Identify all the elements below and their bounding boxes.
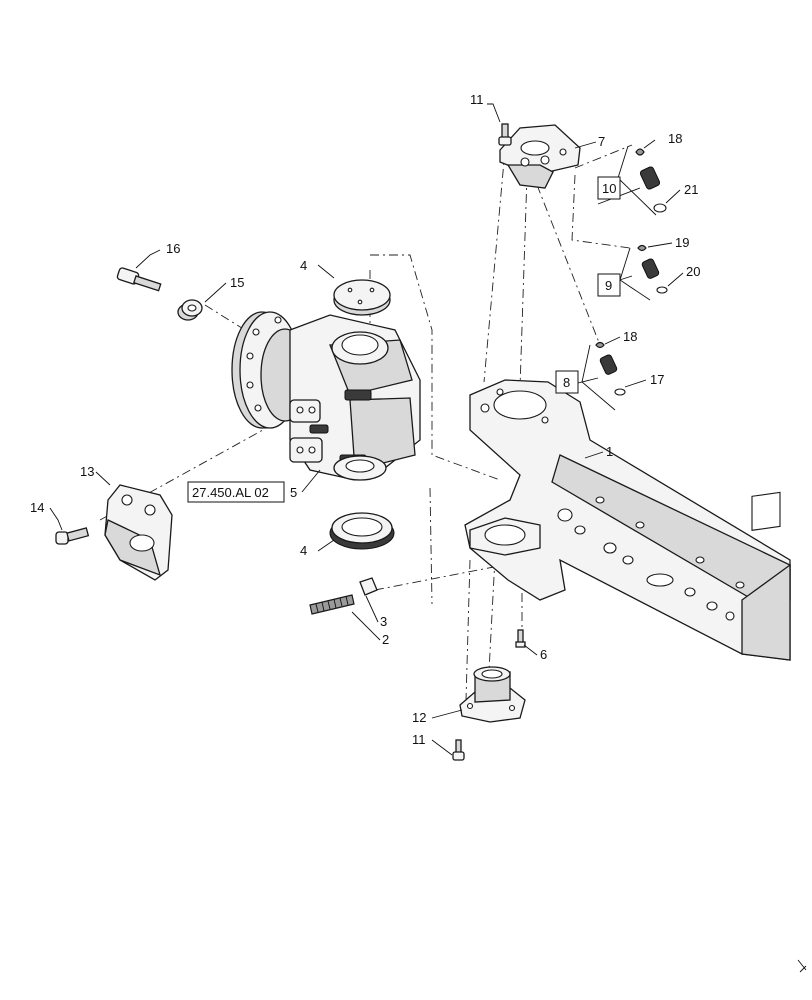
- part-7-top-bracket: [499, 124, 581, 189]
- part-16-bolt: [116, 267, 162, 292]
- callout-21: 21: [684, 182, 698, 197]
- boxed-callouts: [187, 176, 621, 503]
- callout-14: 14: [30, 500, 44, 515]
- callout-labels: 11 7 18 10 21 19 9 20 16 15 4 18 8 17 1 …: [30, 92, 700, 747]
- fitting-group-8: [581, 341, 626, 411]
- callout-11-top: 11: [470, 92, 484, 107]
- box-9: [597, 273, 621, 297]
- callout-4-bottom: 4: [300, 543, 307, 558]
- part-11-bolt-bottom: [452, 739, 465, 761]
- box-10: [597, 176, 621, 200]
- callout-20: 20: [686, 264, 700, 279]
- callout-15: 15: [230, 275, 244, 290]
- callout-5: 5: [290, 485, 297, 500]
- callout-18-mid: 18: [623, 329, 637, 344]
- part-13-bracket: [104, 484, 173, 581]
- callout-2: 2: [382, 632, 389, 647]
- callout-8: 8: [563, 375, 570, 390]
- part-4-seal-bottom: [329, 512, 395, 550]
- callout-9: 9: [605, 278, 612, 293]
- box-8: [555, 370, 579, 394]
- callout-18-top: 18: [668, 131, 682, 146]
- part-14-bolt: [55, 527, 90, 545]
- part-3-nut: [359, 577, 378, 596]
- callout-1: 1: [606, 444, 613, 459]
- callout-6: 6: [540, 647, 547, 662]
- leader-lines: [49, 103, 684, 756]
- part-2-threaded-rod: [309, 594, 355, 615]
- part-5-hub-assembly: [231, 311, 421, 481]
- part-6-pin: [515, 629, 526, 648]
- fitting-group-10: [617, 145, 667, 216]
- callout-10: 10: [602, 181, 616, 196]
- callout-13: 13: [80, 464, 94, 479]
- part-1-axle-beam: [464, 379, 791, 661]
- fitting-group-9: [619, 244, 668, 301]
- reference-label: 27.450.AL 02: [192, 485, 269, 500]
- part-15-washer: [177, 299, 203, 321]
- callout-11-bottom: 11: [412, 732, 426, 747]
- corner-mark: [797, 959, 807, 973]
- callout-19: 19: [675, 235, 689, 250]
- part-12-bushing: [459, 666, 526, 723]
- callout-4-top: 4: [300, 258, 307, 273]
- part-11-bolt-top: [498, 123, 512, 146]
- callout-3: 3: [380, 614, 387, 629]
- callout-12: 12: [412, 710, 426, 725]
- reference-box: [187, 481, 285, 503]
- callout-7: 7: [598, 134, 605, 149]
- callout-16: 16: [166, 241, 180, 256]
- part-4-ring-top: [333, 279, 391, 316]
- callout-17: 17: [650, 372, 664, 387]
